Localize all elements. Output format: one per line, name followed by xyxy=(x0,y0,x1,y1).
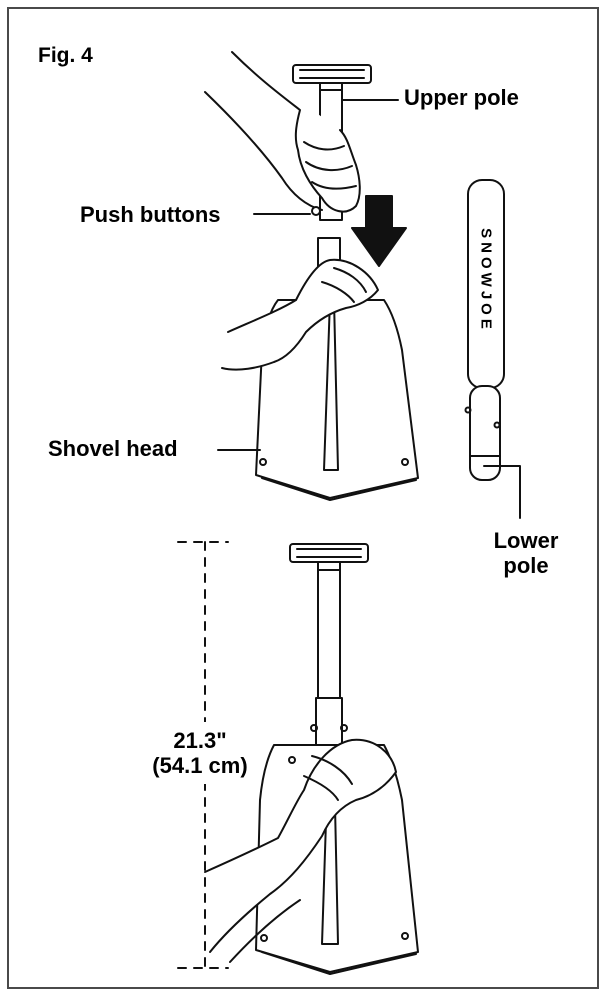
length-metric: (54.1 cm) xyxy=(135,753,265,778)
length-imperial: 21.3" xyxy=(135,728,265,753)
lower-pole-label-line1: Lower xyxy=(480,528,572,553)
shovel-head-label: Shovel head xyxy=(48,436,178,461)
push-buttons-label: Push buttons xyxy=(80,202,221,227)
push-button xyxy=(312,207,320,215)
down-arrow-icon xyxy=(352,196,406,266)
extended-t-handle xyxy=(290,544,368,570)
upper-t-handle xyxy=(293,65,371,91)
upper-pole-label: Upper pole xyxy=(404,85,519,110)
extended-pole xyxy=(311,570,347,758)
figure-label: Fig. 4 xyxy=(38,44,93,68)
brand-text: SNOWJOE xyxy=(478,188,495,293)
lower-pole-label: Lower pole xyxy=(480,528,572,579)
length-measurement-label: 21.3" (54.1 cm) xyxy=(135,728,265,779)
lower-pole-label-line2: pole xyxy=(480,553,572,578)
